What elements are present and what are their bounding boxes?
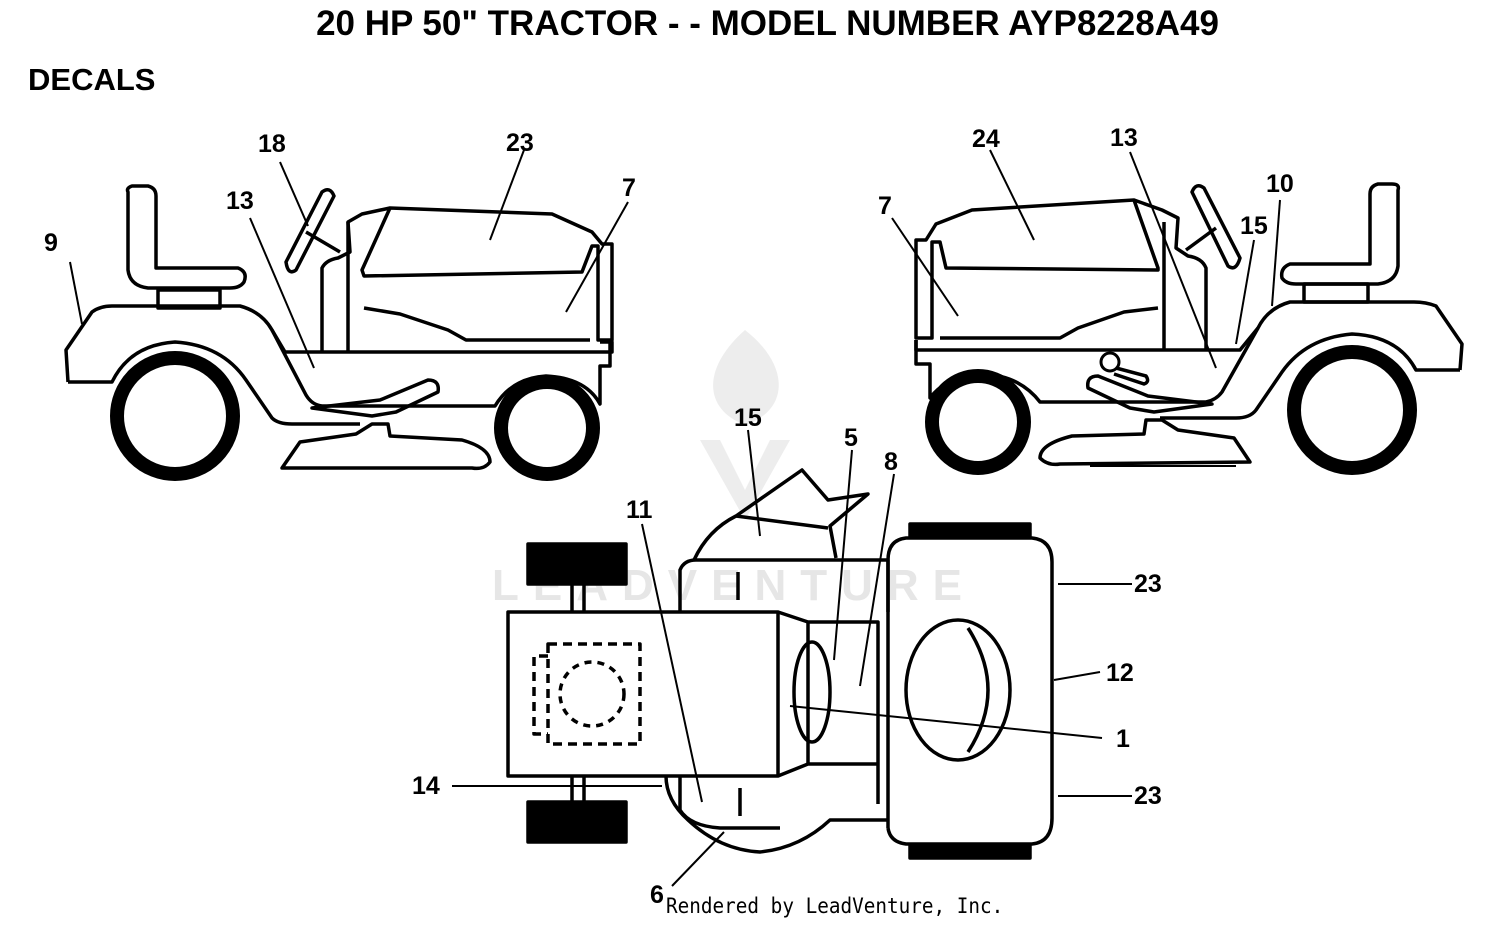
left-hood-lower <box>363 306 590 342</box>
callout-7: 7 <box>622 174 636 202</box>
callout-23-top-b: 23 <box>1134 782 1162 810</box>
right-rear-tire <box>1287 345 1417 475</box>
top-mid-body-lower <box>777 762 878 778</box>
right-leader-24 <box>989 149 1035 241</box>
left-hood <box>360 206 614 342</box>
callout-labels: 9 18 13 23 7 24 13 7 10 15 15 5 8 11 23 … <box>44 124 1294 909</box>
left-rear-tire <box>110 351 240 481</box>
right-pedal <box>1085 374 1214 414</box>
top-steering-ellipse <box>792 640 832 744</box>
footer-credit: Rendered by LeadVenture, Inc. <box>666 894 1004 918</box>
top-rear-tire-upper <box>526 542 628 586</box>
callout-14: 14 <box>412 772 440 800</box>
left-fender-lower <box>68 340 360 426</box>
left-body <box>270 329 614 354</box>
top-view <box>452 429 1132 887</box>
left-leader-7 <box>565 201 629 313</box>
top-front-tire-lower <box>908 844 1032 860</box>
top-hood <box>886 536 1054 846</box>
right-front-tire <box>925 369 1031 475</box>
top-seat-circle <box>558 660 626 728</box>
left-leader-9 <box>69 261 83 325</box>
right-steering-column <box>1184 226 1218 252</box>
right-fender <box>1160 300 1464 404</box>
callout-23: 23 <box>506 129 534 157</box>
callout-24: 24 <box>972 125 1000 153</box>
top-mower-deck <box>678 558 890 612</box>
watermark-flame-icon <box>713 330 779 425</box>
right-seat-post <box>1302 282 1370 304</box>
right-leader-7 <box>891 217 959 317</box>
callout-8: 8 <box>884 448 898 476</box>
callout-9: 9 <box>44 229 58 257</box>
right-hood-lower <box>940 306 1159 340</box>
callout-15-right: 15 <box>1240 212 1268 240</box>
right-side-view <box>891 149 1464 475</box>
right-hood <box>914 198 1160 340</box>
top-leader-1 <box>789 705 1103 739</box>
top-leader-6 <box>671 831 725 887</box>
right-dash <box>1133 198 1208 350</box>
top-mid-body <box>777 610 880 804</box>
callout-11: 11 <box>626 496 653 524</box>
top-leader-15 <box>747 429 761 537</box>
left-front-tire <box>494 375 600 481</box>
top-rear-body <box>506 610 780 778</box>
top-deck-lower-inner <box>678 776 780 830</box>
right-steering-wheel <box>1190 184 1242 270</box>
top-discharge-chute <box>692 468 870 561</box>
callout-15-top: 15 <box>734 404 762 432</box>
callout-10: 10 <box>1266 170 1294 198</box>
left-pedal <box>310 378 441 418</box>
right-fender-lower <box>1160 332 1460 420</box>
callout-7-right: 7 <box>878 192 892 220</box>
callout-1: 1 <box>1116 725 1130 753</box>
left-leader-18 <box>279 161 309 227</box>
top-front-tire-upper <box>908 522 1032 538</box>
top-rear-tire-lower <box>526 800 628 844</box>
left-side-view <box>64 149 629 481</box>
right-knob <box>1099 351 1121 373</box>
top-leader-8 <box>859 473 895 687</box>
callout-6: 6 <box>650 881 664 909</box>
top-deck-lower <box>664 775 888 854</box>
left-steering-wheel <box>284 188 336 274</box>
page-title: 20 HP 50" TRACTOR - - MODEL NUMBER AYP82… <box>316 4 1219 43</box>
left-steering-column <box>305 230 341 254</box>
left-fender <box>64 304 360 408</box>
section-title: DECALS <box>28 62 156 97</box>
callout-18: 18 <box>258 130 286 158</box>
top-chute-inner <box>735 514 829 530</box>
top-leader-5 <box>833 449 853 661</box>
top-leader-12 <box>1053 671 1101 681</box>
right-leader-15 <box>1235 239 1255 345</box>
callout-5: 5 <box>844 424 858 452</box>
right-leader-10 <box>1271 199 1281 307</box>
right-lever <box>1113 366 1150 386</box>
callout-12: 12 <box>1106 659 1134 687</box>
callout-13-right: 13 <box>1110 124 1138 152</box>
right-leader-13 <box>1129 151 1217 369</box>
left-leader-23 <box>489 149 525 241</box>
callout-13: 13 <box>226 187 254 215</box>
callout-23-top-a: 23 <box>1134 570 1162 598</box>
top-grille-inner <box>966 627 990 753</box>
top-leader-11 <box>641 523 703 803</box>
left-leader-13 <box>249 217 315 369</box>
left-seat-post <box>156 288 222 310</box>
left-mower-deck <box>280 422 492 471</box>
top-seat-dashed <box>546 642 642 746</box>
watermark-chevron-icon <box>700 440 790 520</box>
top-seat-dashed-left <box>532 654 548 736</box>
right-seat <box>1279 182 1401 286</box>
right-mower-deck <box>1038 418 1252 467</box>
top-grille-outer <box>904 618 1012 762</box>
left-seat <box>125 184 247 290</box>
